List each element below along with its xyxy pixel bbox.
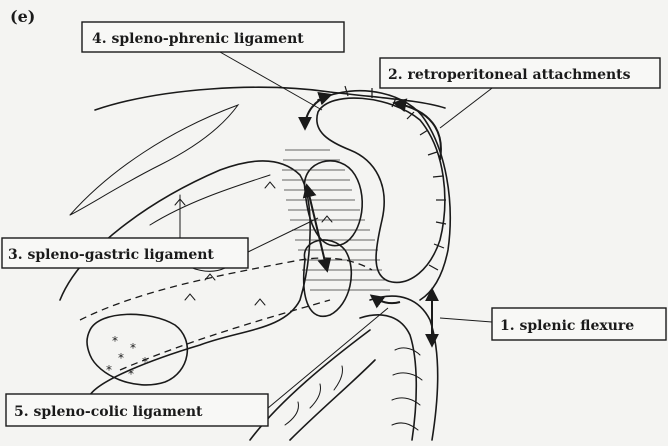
label-splenogastric: 3. spleno-gastric ligament [2, 238, 248, 268]
panel-letter: (e) [10, 7, 35, 26]
transverse-colon-lower [290, 360, 375, 440]
kidney-section [87, 314, 187, 385]
leader-splenophrenic [220, 52, 322, 110]
retroperitoneal-ticks [345, 86, 446, 270]
hilum-lobe-lower [304, 240, 352, 316]
label-splenic-flexure: 1. splenic flexure [492, 308, 666, 340]
label-splenocolic: 5. spleno-colic ligament [6, 394, 268, 426]
hilum-lobe-upper [305, 161, 363, 246]
pancreas-outline-lower [120, 300, 330, 370]
label-splenic-flexure-text: 1. splenic flexure [500, 318, 634, 334]
label-splenocolic-text: 5. spleno-colic ligament [14, 404, 203, 420]
colon-outer [370, 296, 438, 440]
colon-haustra [392, 348, 422, 430]
leader-splenic-flexure [440, 318, 492, 322]
leader-retroperitoneal [440, 82, 500, 128]
label-retroperitoneal-text: 2. retroperitoneal attachments [388, 67, 631, 83]
kidney-marks: ** ** ** [106, 334, 148, 381]
svg-text:*: * [128, 367, 134, 381]
splenogastric-hatching [282, 150, 390, 290]
label-retroperitoneal: 2. retroperitoneal attachments [380, 58, 660, 88]
svg-text:*: * [106, 363, 112, 377]
svg-text:*: * [118, 351, 124, 365]
svg-text:*: * [112, 334, 118, 348]
retroperitoneal-arrow [395, 103, 441, 160]
svg-text:*: * [130, 341, 136, 355]
stomach-greater-curve [150, 175, 270, 225]
label-splenogastric-text: 3. spleno-gastric ligament [8, 247, 214, 263]
svg-text:*: * [142, 355, 148, 369]
liver-edge [70, 105, 238, 215]
label-splenophrenic-text: 4. spleno-phrenic ligament [92, 31, 304, 47]
label-splenophrenic: 4. spleno-phrenic ligament [82, 22, 344, 52]
leader-splenocolic [268, 308, 388, 408]
colon-inner [360, 315, 416, 440]
